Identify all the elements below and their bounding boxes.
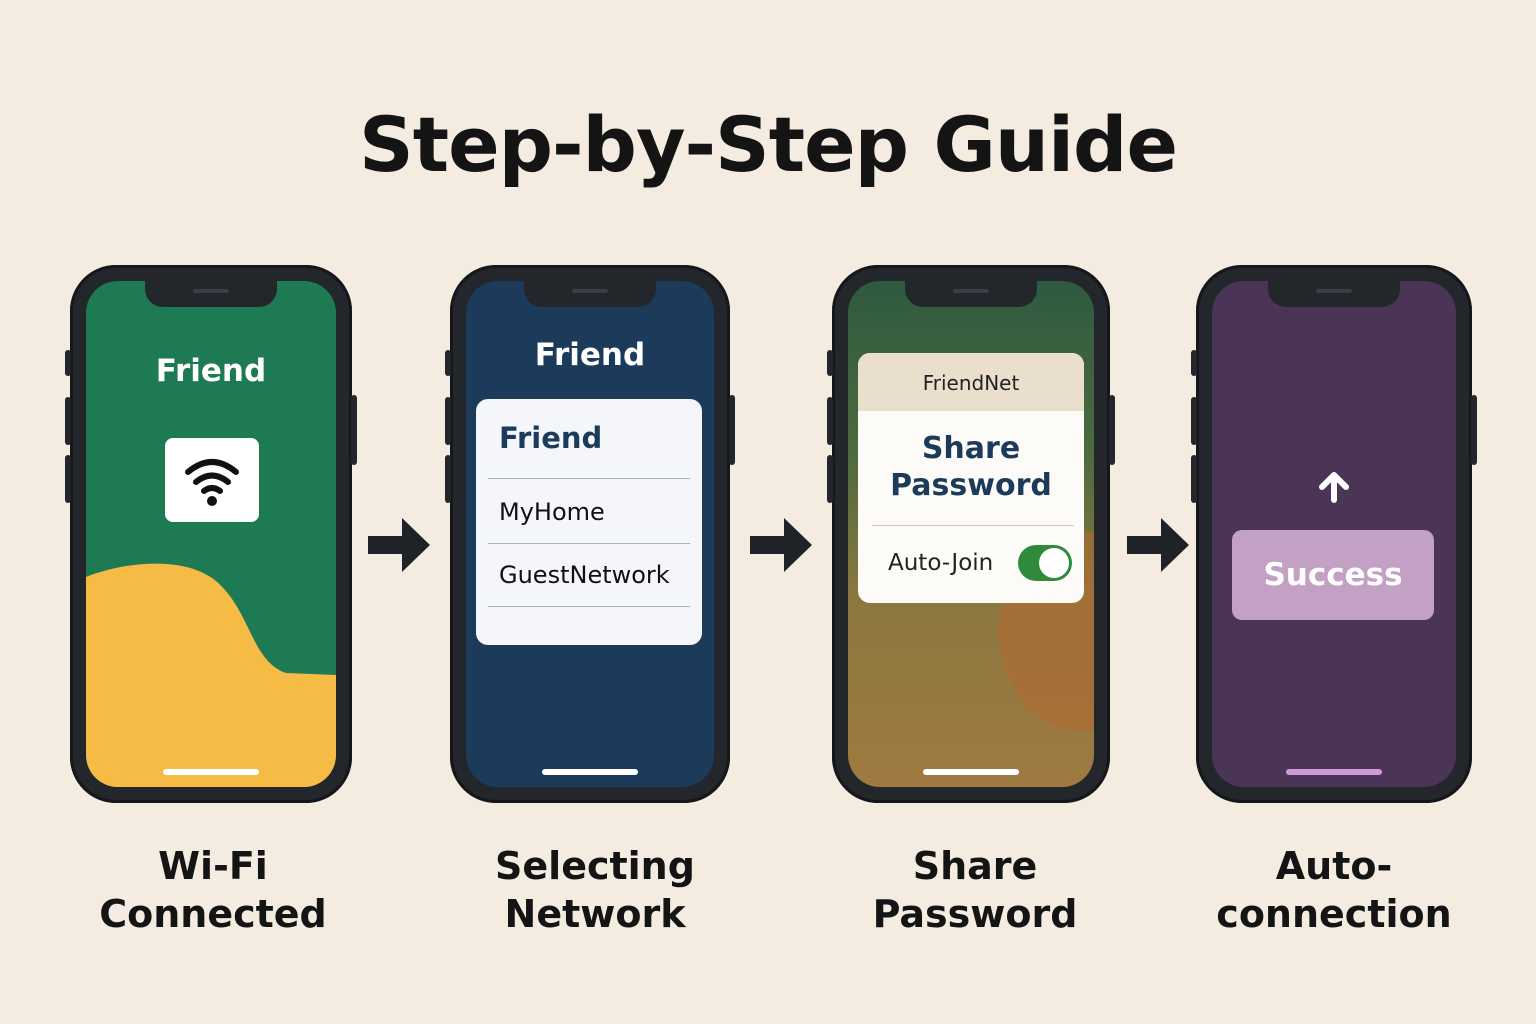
arrow-right-icon <box>368 518 430 572</box>
wifi-button[interactable] <box>165 438 259 522</box>
network-item-myhome[interactable]: MyHome <box>488 479 690 544</box>
step-label-3: Share Password <box>872 844 1078 936</box>
phone-notch <box>524 281 656 307</box>
share-title-line2: Password <box>890 468 1052 503</box>
page-title: Step-by-Step Guide <box>359 100 1178 189</box>
wifi-icon <box>185 459 239 506</box>
share-password-button[interactable]: Share Password <box>858 411 1084 525</box>
phone-step-4: Success <box>1191 265 1477 803</box>
phone-step-1: Friend <box>65 265 357 803</box>
screen-title: Friend <box>155 353 267 389</box>
toggle-knob <box>1039 548 1069 578</box>
network-header-label: FriendNet <box>922 371 1020 395</box>
step-label-2: Selecting Network <box>495 844 695 936</box>
card-header: FriendNet <box>858 353 1084 411</box>
network-name: MyHome <box>499 498 605 526</box>
success-button[interactable]: Success <box>1232 530 1434 620</box>
yellow-wave-shape <box>86 563 336 787</box>
phone-notch <box>145 281 277 307</box>
screen-title: Friend <box>534 337 646 373</box>
phone-screen: Friend Friend MyHome GuestNetwork <box>466 281 714 787</box>
network-item-friend[interactable]: Friend <box>488 399 690 479</box>
phone-screen: Friend <box>86 281 336 787</box>
phone-notch <box>905 281 1037 307</box>
step-label-4: Auto- connection <box>1216 844 1452 936</box>
step-label-1: Wi-Fi Connected <box>99 844 327 936</box>
home-indicator <box>542 769 638 775</box>
network-name: GuestNetwork <box>499 561 670 589</box>
phone-step-3: FriendNet Share Password Auto-Join <box>827 265 1115 803</box>
home-indicator <box>1286 769 1382 775</box>
auto-join-label: Auto-Join <box>888 550 994 576</box>
network-item-guestnetwork[interactable]: GuestNetwork <box>488 544 690 607</box>
divider <box>872 525 1074 526</box>
network-list: Friend MyHome GuestNetwork <box>476 399 702 645</box>
arrow-up-icon <box>1319 472 1349 503</box>
share-password-card: FriendNet Share Password Auto-Join <box>858 353 1084 603</box>
home-indicator <box>163 769 259 775</box>
network-name: Friend <box>499 421 603 455</box>
phone-screen: FriendNet Share Password Auto-Join <box>848 281 1094 787</box>
home-indicator <box>923 769 1019 775</box>
arrow-right-icon <box>750 518 812 572</box>
phone-screen: Success <box>1212 281 1456 787</box>
phone-step-2: Friend Friend MyHome GuestNetwork <box>445 265 735 803</box>
auto-join-toggle[interactable] <box>1018 545 1072 581</box>
phone-notch <box>1268 281 1400 307</box>
share-title-line1: Share <box>921 431 1021 466</box>
arrow-right-icon <box>1127 518 1189 572</box>
